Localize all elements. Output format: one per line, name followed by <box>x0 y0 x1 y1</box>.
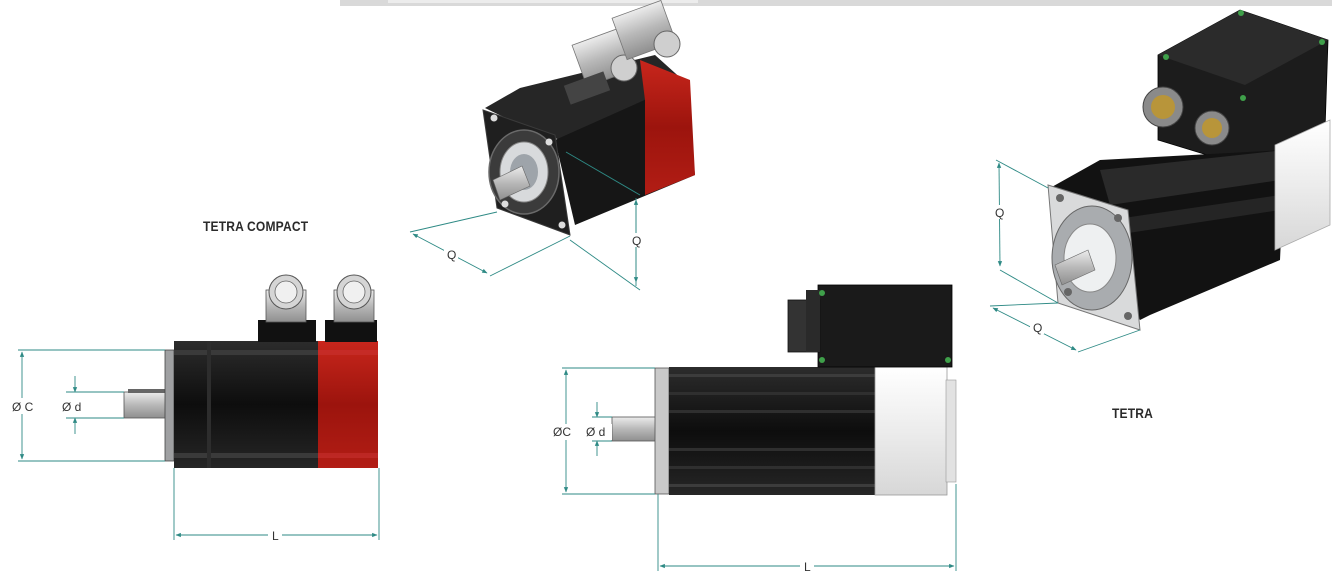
compact-diameter-d-label: Ø d <box>62 400 81 414</box>
tetra-diameter-d-label: Ø d <box>586 425 605 439</box>
tetra-iso-power-pins <box>1151 95 1175 119</box>
tetra-iso-q-vertical-label: Q <box>995 206 1004 220</box>
tetra-iso-q-bg <box>1030 320 1044 334</box>
compact-iso-q-horizontal-label: Q <box>447 248 456 262</box>
compact-body-rib <box>174 350 320 355</box>
tetra-body <box>669 367 877 495</box>
tetra-iso-body-fin <box>1110 195 1280 235</box>
compact-body-rib <box>174 453 320 458</box>
tetra-rear-housing <box>874 366 948 496</box>
compact-iso-bolt-hole <box>490 114 498 122</box>
tetra-iso-q-horizontal-label: Q <box>1033 321 1042 335</box>
tetra-iso-bolt-hole <box>1114 214 1122 222</box>
compact-body-seam <box>207 341 211 468</box>
tetra-length-label: L <box>804 560 811 571</box>
compact-iso-q-vertical-label: Q <box>632 234 641 248</box>
tetra-diameter-c-label: ØC <box>553 425 571 439</box>
top-shadow-strip <box>340 0 1332 6</box>
compact-flange <box>164 349 175 462</box>
compact-iso-connector-base <box>563 71 611 105</box>
tetra-iso-view <box>1047 9 1331 331</box>
compact-iso-rear-housing <box>640 60 695 195</box>
top-shadow-highlight <box>388 0 698 3</box>
tetra-body-fin <box>669 484 877 487</box>
compact-iso-dimensions <box>409 151 641 291</box>
compact-d-label-bg <box>60 398 88 414</box>
tetra-box-screw <box>945 357 951 363</box>
tetra-connector-box <box>817 284 953 368</box>
compact-dimensions <box>18 349 380 540</box>
tetra-iso-box-screw <box>1238 10 1244 16</box>
compact-length-label: L <box>272 529 279 543</box>
tetra-body-fin <box>669 410 877 413</box>
tetra-iso-box-top <box>1158 10 1328 85</box>
compact-rear-rib <box>318 453 378 458</box>
compact-rear-rib <box>318 350 378 355</box>
compact-iso-bolt-hole <box>545 138 553 146</box>
compact-c-label-bg <box>14 398 36 414</box>
tetra-iso-box-screw <box>1240 95 1246 101</box>
tetra-box-screw <box>819 290 825 296</box>
compact-iso-q-bg <box>444 247 458 261</box>
compact-signal-connector-pins <box>342 280 366 304</box>
tetra-iso-bolt-hole <box>1056 194 1064 202</box>
tetra-body-fin <box>669 448 877 451</box>
tetra-iso-bolt-hole <box>1064 288 1072 296</box>
tetra-side-connector-body <box>806 290 820 352</box>
compact-shaft-key <box>128 389 168 393</box>
tetra-iso-shaft <box>1054 249 1096 286</box>
tetra-d-label-bg <box>584 424 612 440</box>
compact-iso-q-bg <box>628 233 642 247</box>
compact-side-view <box>123 274 378 468</box>
tetra-iso-body-fin <box>1100 150 1285 205</box>
compact-shaft <box>123 391 169 419</box>
compact-power-connector-pins <box>274 280 298 304</box>
tetra-shaft <box>611 416 659 442</box>
tetra-iso-bolt-hole <box>1124 312 1132 320</box>
compact-connector-base <box>258 320 316 342</box>
tetra-l-label-bg <box>800 559 814 571</box>
tetra-title: TETRA <box>1112 405 1153 421</box>
tetra-compact-title: TETRA COMPACT <box>203 218 309 234</box>
tetra-iso-box-screw <box>1163 54 1169 60</box>
compact-diameter-c-label: Ø C <box>12 400 34 414</box>
compact-connector-base <box>325 320 377 342</box>
compact-iso-view <box>482 0 695 236</box>
tetra-box-screw <box>819 357 825 363</box>
compact-body <box>174 341 320 468</box>
tetra-iso-rear-housing <box>1274 119 1331 251</box>
compact-rear-housing <box>318 341 378 468</box>
compact-iso-bolt-hole <box>558 221 566 229</box>
tetra-body-fin <box>669 374 877 377</box>
tetra-iso-q-bg <box>992 205 1006 219</box>
compact-l-label-bg <box>268 528 282 542</box>
compact-iso-bolt-hole <box>501 200 509 208</box>
compact-iso-connector-face <box>610 54 638 82</box>
tetra-c-label-bg <box>552 424 576 440</box>
tetra-iso-box-screw <box>1319 39 1325 45</box>
compact-iso-connector-face <box>653 30 681 58</box>
compact-iso-shaft <box>492 165 531 201</box>
tetra-side-view <box>611 284 957 496</box>
tetra-rear-cap <box>945 379 957 483</box>
tetra-iso-signal-pins <box>1202 118 1222 138</box>
tetra-flange <box>654 367 670 495</box>
tetra-body-fin <box>669 392 877 395</box>
tetra-body-fin <box>669 466 877 469</box>
